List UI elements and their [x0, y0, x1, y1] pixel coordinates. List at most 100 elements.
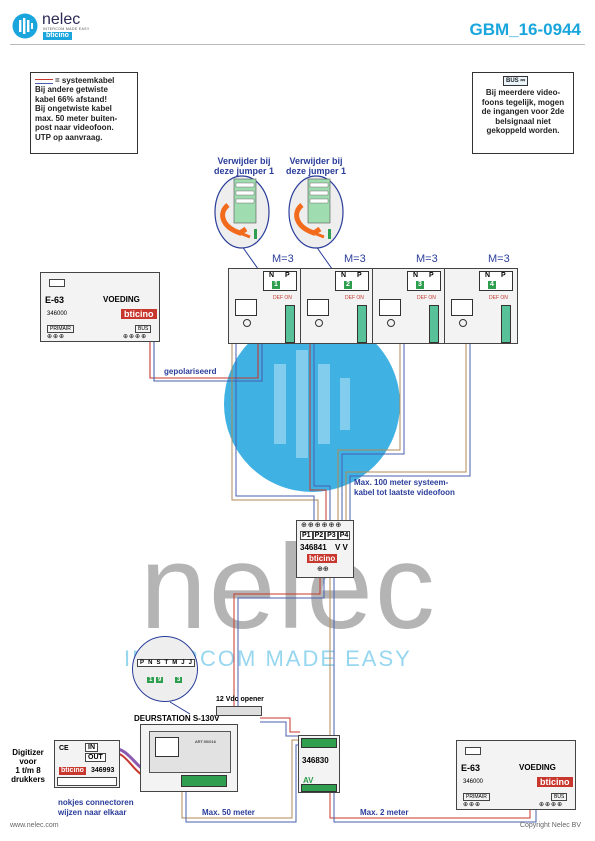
psu-terminals-icon: ⊕⊕⊕: [463, 802, 482, 808]
videophone-body: N P 2 DEF ON: [300, 268, 374, 344]
label-gepolariseerd: gepolariseerd: [164, 367, 217, 376]
num-label: 3: [416, 281, 424, 289]
distributor-screws-icon: ⊕⊕⊕⊕⊕⊕: [301, 522, 343, 529]
watermark-circle-icon: [224, 316, 400, 492]
videophone-2: M=3 N P 2 DEF ON: [300, 253, 374, 344]
watermark-word: nelec: [140, 520, 437, 654]
brand-logo: nelec INTERCOM MADE EASY bticino: [12, 11, 112, 40]
videophone-body: N P 4 DEF ON: [444, 268, 518, 344]
port-p1: P1: [300, 531, 313, 540]
cable-dist-door-b: [237, 575, 325, 712]
distributor-brand: bticino: [307, 554, 338, 563]
bus-badge: BUS ⎓: [503, 76, 529, 86]
legend-label: = systeemkabel: [55, 76, 115, 85]
zoom-terminals: P N S T M J J: [137, 659, 195, 667]
m-label: M=3: [416, 253, 438, 265]
note-right: BUS ⎓ Bij meerdere video- foons tegelijk…: [472, 72, 574, 154]
digitizer-out: OUT: [85, 753, 106, 762]
np-block: N P 4: [479, 271, 513, 291]
label-max100: Max. 100 meter systeem- kabel tot laatst…: [354, 478, 455, 498]
footer-website: www.nelec.com: [10, 822, 59, 829]
num-label: 2: [344, 281, 352, 289]
cable-opener-b: [260, 721, 300, 737]
label-max100-line1: Max. 100 meter systeem-: [354, 478, 449, 487]
bus-symbol-icon: ⎓: [520, 78, 526, 84]
jumper-callout-1: Verwijder bij deze jumper 1: [212, 156, 276, 176]
door-station-chip-icon: [155, 737, 179, 757]
note-right-line-1: Bij meerdere video-: [485, 88, 561, 97]
n-label: N: [413, 272, 419, 279]
psu-slot-icon: [49, 279, 65, 287]
ce-mark-icon: CE: [59, 745, 69, 752]
m-label: M=3: [488, 253, 510, 265]
screen-icon: [379, 299, 401, 316]
terminal-def-on: DEF ON: [489, 295, 508, 301]
videophone-4: M=3 N P 4 DEF ON: [444, 253, 518, 344]
screen-icon: [307, 299, 329, 316]
num-label: 1: [272, 281, 280, 289]
power-supply-top: E-63 VOEDING 346000 bticino PRIMAIR BUS …: [40, 272, 160, 342]
label-nokjes: nokjes connectoren wijzen naar elkaar: [58, 798, 134, 817]
bus-label: BUS: [506, 78, 519, 84]
m-label: M=3: [272, 253, 294, 265]
note-right-line-3: de ingangen voor 2de: [481, 107, 565, 116]
module-code: 346830: [302, 756, 329, 765]
distributor-vv: V V: [335, 543, 348, 552]
psu-code: 346000: [47, 311, 68, 317]
cable-opener: [260, 717, 300, 733]
distributor-bottom-screws-icon: ⊕⊕: [317, 566, 329, 573]
note-left-line-3: Bij ongetwiste kabel: [35, 104, 112, 113]
jumper-callout-1-line2: deze jumper 1: [213, 166, 275, 176]
cable-door-mod: [181, 739, 300, 819]
doc-code: GBM_16-0944: [469, 20, 581, 39]
cable-dist-door: [233, 575, 321, 712]
brand-sub: INTERCOM MADE EASY: [43, 27, 90, 31]
psu-code: 346000: [463, 779, 484, 785]
cable-mod-psu-b: [333, 790, 537, 823]
n-label: N: [485, 272, 491, 279]
jumper-callout-2: Verwijder bij deze jumper 1: [284, 156, 348, 176]
port-p2: P2: [312, 531, 326, 540]
cable-vf3b: [341, 320, 405, 520]
cable-vf2: [309, 322, 327, 520]
psu-title: VOEDING: [519, 763, 556, 772]
cable-vf4: [345, 320, 467, 520]
p-label: P: [285, 272, 290, 279]
np-block: N P 1: [263, 271, 297, 291]
videophone-1: M=3 N P 1 DEF ON: [228, 253, 302, 344]
note-left-line-4: max. 50 meter buiten-: [35, 113, 118, 123]
brand-partner: bticino: [43, 32, 72, 40]
psu-bus: BUS: [135, 325, 152, 333]
note-left-line-2: kabel 66% afstand!: [35, 94, 108, 104]
psu-terminals-bus-icon: ⊕⊕⊕⊕: [123, 334, 148, 340]
cable-vf3: [337, 320, 401, 520]
digitizer-in: IN: [85, 743, 98, 752]
np-block: N P 2: [335, 271, 369, 291]
psu-bus: BUS: [551, 793, 568, 801]
adjust-knob-icon: [387, 319, 395, 327]
header-divider: [10, 44, 585, 45]
psu-primair: PRIMAIR: [47, 325, 74, 333]
psu-primair: PRIMAIR: [463, 793, 490, 801]
door-station: ART.90/016: [140, 724, 238, 792]
digitizer-code: 346993: [91, 767, 115, 774]
door-station-zoom: P N S T M J J 1 9 3: [132, 636, 198, 702]
terminal-def-on: DEF ON: [273, 295, 292, 301]
label-deurstation: DEURSTATION S-130V: [134, 714, 220, 723]
adjust-knob-icon: [459, 319, 467, 327]
digitizer-brand: bticino: [59, 767, 86, 775]
screen-icon: [235, 299, 257, 316]
opener-icon: [216, 706, 262, 716]
door-station-art: ART.90/016: [195, 739, 216, 744]
digitizer-terminals-icon: [57, 777, 117, 786]
digitizer-device: CE IN OUT bticino 346993: [54, 740, 120, 788]
cable-vf1: [231, 315, 319, 520]
jumper-callout-2-line2: deze jumper 1: [285, 166, 347, 176]
label-opener: 12 Vdc opener: [216, 696, 264, 703]
videophone-3: M=3 N P 3 DEF ON: [372, 253, 446, 344]
adjust-knob-icon: [315, 319, 323, 327]
np-block: N P 3: [407, 271, 441, 291]
label-max50: Max. 50 meter: [202, 808, 255, 817]
note-right-line-4: belsignaal niet: [495, 116, 551, 126]
